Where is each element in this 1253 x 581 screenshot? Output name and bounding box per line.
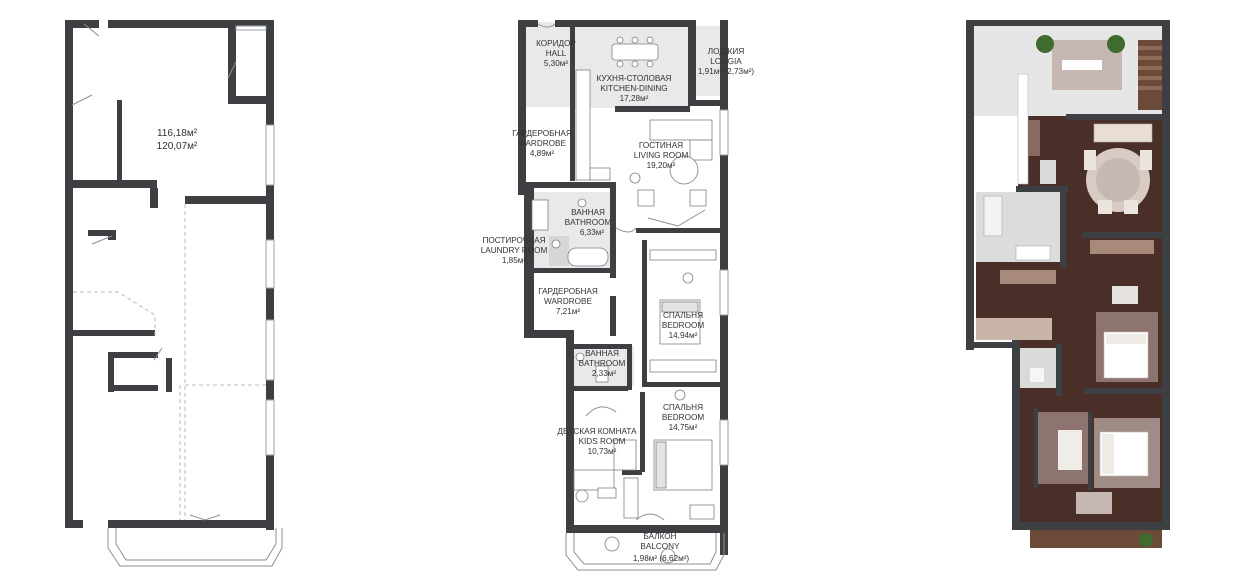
room-area-living: 19,20м² <box>647 161 676 170</box>
plan-furnished-layout: КОРИДОР HALL 5,30м² КУХНЯ-СТОЛОВАЯ KITCH… <box>481 20 755 571</box>
room-label-laundry-en: LAUNDRY ROOM <box>481 246 548 255</box>
room-area-laundry: 1,85м² <box>502 256 527 265</box>
room-area-hall: 5,30м² <box>544 59 569 68</box>
room-label-wardrobe2-en: WARDROBE <box>544 297 592 306</box>
room-label-balcony-ru: БАЛКОН <box>643 532 676 541</box>
room-label-hall-ru: КОРИДОР <box>536 39 576 48</box>
room-label-kids-en: KIDS ROOM <box>579 437 626 446</box>
plan-rendered-3d <box>966 20 1170 548</box>
room-label-bath2-ru: ВАННАЯ <box>585 349 619 358</box>
room-label-bedroom2-en: BEDROOM <box>662 413 704 422</box>
room-area-wardrobe2: 7,21м² <box>556 307 581 316</box>
room-area-wardrobe1: 4,89м² <box>530 149 555 158</box>
room-label-living-ru: ГОСТИНАЯ <box>639 141 683 150</box>
room-label-wardrobe1-en: WARDROBE <box>518 139 566 148</box>
room-area-balcony: 1,98м² (6,62м²) <box>633 554 690 563</box>
room-label-laundry-ru: ПОСТИРОЧНАЯ <box>483 236 546 245</box>
room-area-bath1: 6,33м² <box>580 228 605 237</box>
room-label-balcony-en: BALCONY <box>640 542 680 551</box>
room-area-kitchen: 17,28м² <box>620 94 649 103</box>
room-label-kitchen-ru: КУХНЯ-СТОЛОВАЯ <box>597 74 672 83</box>
room-area-bedroom1: 14,94м² <box>669 331 698 340</box>
room-label-loggia-ru: ЛОДЖИЯ <box>708 47 745 56</box>
room-label-bath2-en: BATHROOM <box>579 359 626 368</box>
room-area-bath2: 2,33м² <box>592 369 617 378</box>
room-area-loggia: 1,91м² (2,73м²) <box>698 67 755 76</box>
plan-a-area-gross: 120,07м² <box>157 141 198 152</box>
room-label-kids-ru: ДЕТСКАЯ КОМНАТА <box>557 427 637 436</box>
plan-a-area-total: 116,18м² <box>157 128 198 139</box>
room-label-bedroom2-ru: СПАЛЬНЯ <box>663 403 703 412</box>
room-area-bedroom2: 14,75м² <box>669 423 698 432</box>
room-area-kids: 10,73м² <box>588 447 617 456</box>
plan-empty-layout: 116,18м² 120,07м² <box>65 20 283 567</box>
room-label-wardrobe1-ru: ГАРДЕРОБНАЯ <box>512 129 572 138</box>
room-label-kitchen-en: KITCHEN-DINING <box>600 84 667 93</box>
room-label-bedroom1-en: BEDROOM <box>662 321 704 330</box>
room-label-bath1-ru: ВАННАЯ <box>571 208 605 217</box>
room-label-wardrobe2-ru: ГАРДЕРОБНАЯ <box>538 287 598 296</box>
room-label-bath1-en: BATHROOM <box>565 218 612 227</box>
room-label-bedroom1-ru: СПАЛЬНЯ <box>663 311 703 320</box>
room-label-living-en: LIVING ROOM <box>634 151 689 160</box>
room-label-loggia-en: LOGGIA <box>710 57 742 66</box>
room-label-hall-en: HALL <box>546 49 567 58</box>
